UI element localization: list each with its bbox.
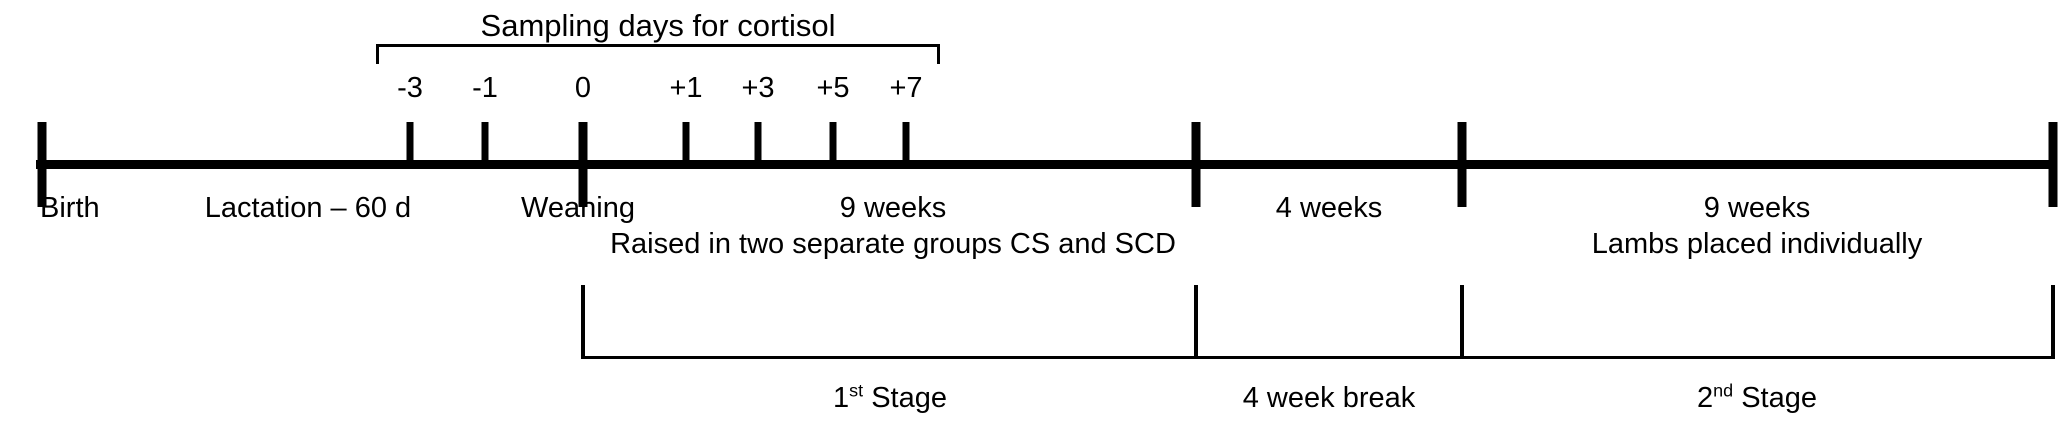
- stage-divider-break-end: [1460, 285, 1464, 359]
- tick-nine-weeks-end: [1191, 122, 1201, 207]
- tick-birth: [37, 122, 47, 207]
- stage-label-four-week-break: 4 week break: [1243, 382, 1416, 415]
- sub-label-individual-note: Lambs placed individually: [1591, 228, 1923, 260]
- tick-four-weeks-end: [1457, 122, 1467, 207]
- tick-study-end: [2048, 122, 2058, 207]
- stage-divider-stage2-end: [2051, 285, 2055, 359]
- timeline-axis: [36, 160, 2057, 169]
- stage-label-text: 1: [833, 382, 850, 414]
- tick-weaning: [578, 122, 588, 207]
- tick-day-plus3: [754, 122, 762, 169]
- period-label-four-weeks: 4 weeks: [1275, 192, 1383, 224]
- stage-divider-stage1-end: [1194, 285, 1198, 359]
- sampling-day-label-minus1: -1: [472, 72, 498, 104]
- period-label-weaning: Weaning: [521, 192, 635, 224]
- sampling-day-label-plus7: +7: [889, 72, 923, 104]
- sampling-day-label-0: 0: [574, 72, 592, 104]
- stage-label-second-stage: 2nd Stage: [1697, 380, 1817, 415]
- period-label-nine-weeks: 9 weeks: [839, 192, 947, 224]
- tick-day-plus5: [829, 122, 837, 169]
- stage-label-tail: Stage: [1733, 382, 1817, 414]
- tick-day-minus3: [406, 122, 414, 169]
- stage-label-tail: Stage: [863, 382, 947, 414]
- stage-label-text: 4 week break: [1242, 382, 1416, 414]
- sampling-bracket: [376, 44, 940, 64]
- tick-day-plus1: [682, 122, 690, 169]
- stage-label-first-stage: 1st Stage: [833, 380, 947, 415]
- stage-divider-stage-start: [581, 285, 585, 359]
- period-label-nine-weeks-2: 9 weeks: [1703, 192, 1811, 224]
- stage-bracket-line: [583, 356, 2053, 359]
- sampling-title: Sampling days for cortisol: [480, 8, 836, 43]
- tick-day-minus1: [481, 122, 489, 169]
- sampling-day-label-plus3: +3: [741, 72, 775, 104]
- tick-day-plus7: [902, 122, 910, 169]
- period-label-lactation: Lactation – 60 d: [204, 192, 412, 224]
- sampling-day-label-plus1: +1: [669, 72, 703, 104]
- period-label-birth: Birth: [40, 192, 100, 224]
- sampling-day-label-minus3: -3: [397, 72, 423, 104]
- stage-label-ordinal-suffix: st: [849, 380, 864, 401]
- sampling-day-label-plus5: +5: [816, 72, 850, 104]
- stage-label-ordinal-suffix: nd: [1713, 380, 1734, 401]
- stage-label-text: 2: [1697, 382, 1714, 414]
- sub-label-groups-note: Raised in two separate groups CS and SCD: [610, 228, 1176, 260]
